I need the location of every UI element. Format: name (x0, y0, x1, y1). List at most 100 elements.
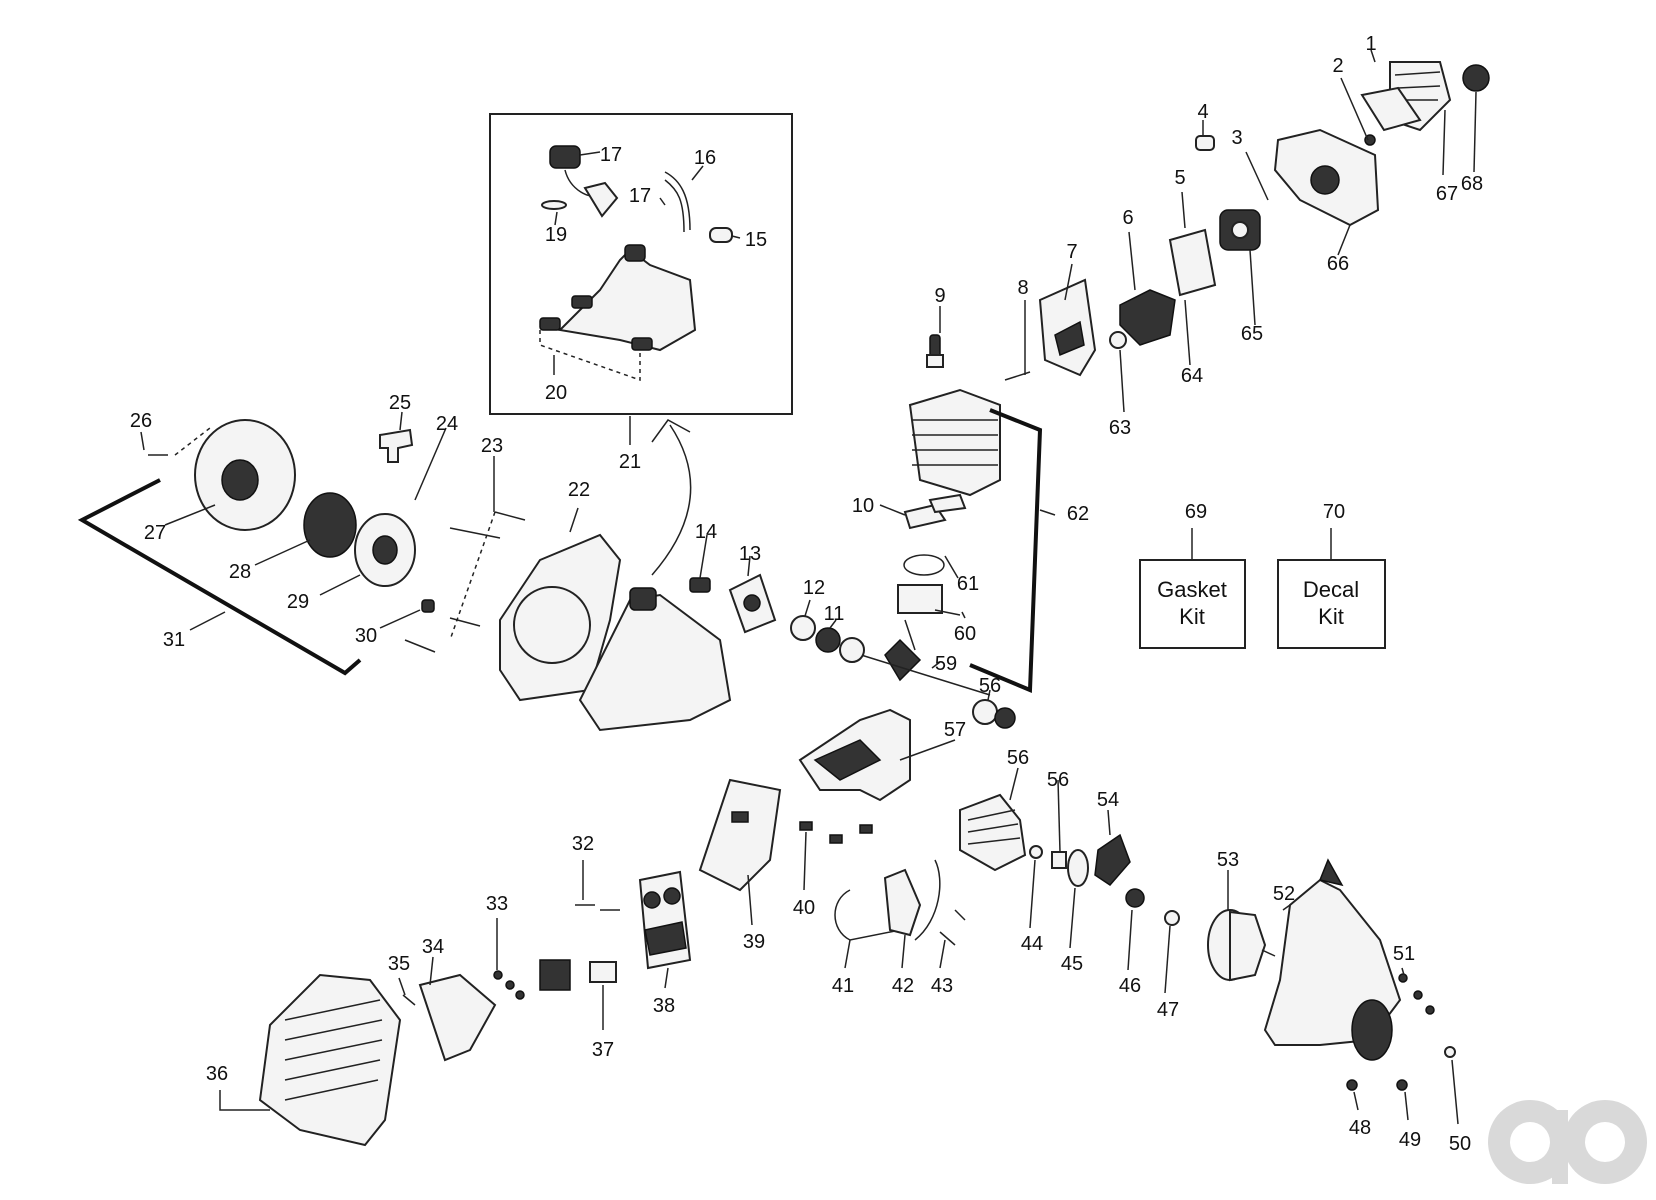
spark-arrestor-part (539, 959, 571, 991)
leader-51 (1401, 967, 1405, 976)
inset-arrowhead (651, 419, 691, 443)
label-32: 32 (572, 833, 594, 855)
label-57: 57 (944, 719, 966, 741)
label-65: 65 (1241, 323, 1263, 345)
leader-6 (1128, 231, 1136, 291)
label-69: 69 (1185, 501, 1207, 523)
label-25: 25 (389, 392, 411, 414)
label-29: 29 (287, 591, 309, 613)
cover-bracket-part (418, 973, 497, 1062)
clutch-part (1094, 833, 1131, 886)
label-53: 53 (1217, 849, 1239, 871)
screw-dash-lines (449, 511, 496, 641)
label-42: 42 (892, 975, 914, 997)
ignition-module-part (883, 868, 922, 937)
screw-43-part (939, 931, 956, 946)
leader-7 (1064, 263, 1073, 301)
leader-12 (804, 599, 811, 617)
label-15: 15 (745, 229, 767, 251)
leader-29 (319, 574, 361, 596)
leader-50 (1451, 1059, 1459, 1125)
label-45: 45 (1061, 953, 1083, 975)
intake-manifold-part (1119, 289, 1176, 346)
leader-15 (731, 235, 741, 239)
spark-wire-part (834, 889, 901, 941)
bolt-8-part (1004, 371, 1031, 381)
seal-11-part (815, 627, 841, 653)
label-35: 35 (388, 953, 410, 975)
label-54: 54 (1097, 789, 1119, 811)
bracket-31 (77, 478, 362, 676)
label-10: 10 (852, 495, 874, 517)
label-1: 1 (1365, 33, 1376, 55)
nut-56-part (1051, 851, 1067, 869)
label-14: 14 (695, 521, 717, 543)
screw-23a-part (449, 527, 501, 539)
leader-64 (1184, 299, 1191, 366)
label-46: 46 (1119, 975, 1141, 997)
label-49: 49 (1399, 1129, 1421, 1151)
heat-shield-39-part (698, 778, 782, 892)
label-39: 39 (743, 931, 765, 953)
screw-43b-part (954, 909, 966, 921)
clutch-washer-45-part (1067, 849, 1089, 887)
leader-57 (899, 739, 956, 761)
label-17-clamp: 17 (629, 185, 651, 207)
starter-handle-part (379, 428, 414, 463)
fuel-line-part (664, 171, 733, 243)
leader-61 (944, 555, 959, 579)
leader-36 (219, 1090, 270, 1111)
leader-54 (1107, 809, 1111, 836)
washer-12-part (790, 615, 816, 641)
screw-51a-part (1398, 973, 1408, 983)
leader-17a (579, 151, 601, 156)
pin-40b-part (829, 834, 843, 844)
leader-68 (1473, 91, 1477, 173)
label-37-part (589, 961, 617, 983)
leader-47 (1164, 925, 1171, 994)
leader-48 (1353, 1091, 1359, 1111)
screw-33b-part (505, 980, 515, 990)
leader-65 (1249, 249, 1256, 326)
grommet-part (541, 200, 567, 210)
clamp-ring-part (1109, 331, 1127, 349)
bracket-62 (969, 408, 1043, 693)
mount-dash-lines (539, 330, 641, 382)
leader-38 (664, 967, 669, 989)
label-48: 48 (1349, 1117, 1371, 1139)
cylinder-part (908, 388, 1001, 497)
screw-35-part (402, 994, 416, 1006)
label-67: 67 (1436, 183, 1458, 205)
leader-19 (554, 211, 558, 226)
bolt-14-part (689, 577, 711, 593)
clutch-housing-part (1263, 858, 1402, 1061)
leader-30 (379, 609, 421, 629)
label-36: 36 (206, 1063, 228, 1085)
gasket-kit-box (1139, 559, 1246, 649)
leader-35 (398, 977, 406, 996)
label-70: 70 (1323, 501, 1345, 523)
label-26: 26 (130, 410, 152, 432)
ground-wire-part (914, 859, 941, 941)
leader-60 (961, 611, 966, 619)
leader-63 (1119, 349, 1125, 413)
label-52: 52 (1273, 883, 1295, 905)
leader-41 (844, 939, 851, 969)
label-13: 13 (739, 543, 761, 565)
spark-plug-part (926, 334, 944, 368)
screw-30a-part (449, 617, 481, 627)
label-6: 6 (1122, 207, 1133, 229)
clutch-drum-part (1207, 909, 1276, 982)
screw-23b-part (494, 511, 526, 521)
label-19: 19 (545, 224, 567, 246)
leader-56b (1009, 767, 1019, 801)
bearing-56-part (972, 699, 998, 725)
leader-62 (1039, 509, 1056, 516)
washer-47-part (1164, 910, 1180, 926)
leader-40 (803, 831, 807, 891)
label-61: 61 (957, 573, 979, 595)
label-16: 16 (694, 147, 716, 169)
leader-24 (414, 427, 447, 501)
piston-ring-part (903, 554, 945, 576)
